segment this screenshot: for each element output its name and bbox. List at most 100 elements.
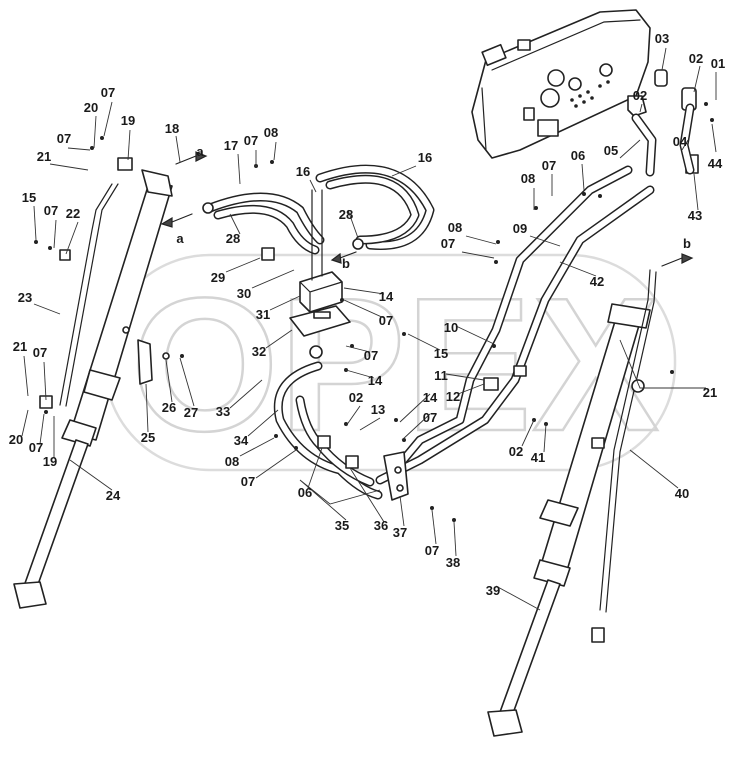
callout-38: 38 <box>446 555 460 570</box>
hose-end-b <box>352 238 364 250</box>
callout-15: 15 <box>22 190 36 205</box>
callout-07: 07 <box>423 410 437 425</box>
bracket-41 <box>591 437 605 449</box>
callout-16: 16 <box>418 150 432 165</box>
arrow-a-upper <box>175 155 197 165</box>
callout-31: 31 <box>256 307 270 322</box>
callout-25: 25 <box>141 430 155 445</box>
arrow-b-left <box>339 251 357 259</box>
tank-cap <box>481 43 507 67</box>
callout-20: 20 <box>9 432 23 447</box>
callout-19: 19 <box>43 454 57 469</box>
valve-plate-slot <box>313 311 331 319</box>
cylinder-clamp <box>61 419 97 447</box>
callout-37: 37 <box>393 525 407 540</box>
rod-end-mount-right <box>487 709 523 737</box>
tank-flange <box>537 119 559 137</box>
watermark-text: OPEX <box>131 259 659 471</box>
callout-a: a <box>176 231 184 246</box>
callout-08: 08 <box>521 171 535 186</box>
right-cylinder <box>487 269 657 737</box>
callout-44: 44 <box>708 156 723 171</box>
hose-end-a <box>202 202 214 214</box>
callout-21: 21 <box>13 339 27 354</box>
callout-07: 07 <box>542 158 556 173</box>
valve-plate-32 <box>289 305 351 337</box>
callout-24: 24 <box>106 488 121 503</box>
fitting-19-top <box>117 157 133 171</box>
fitting-29 <box>261 247 275 261</box>
callout-07: 07 <box>29 440 43 455</box>
callout-a: a <box>196 144 204 159</box>
callout-28: 28 <box>226 231 240 246</box>
leader-lines <box>21 47 717 611</box>
flow-arrows <box>160 151 694 267</box>
tank-port-2 <box>540 88 560 108</box>
fitting-22 <box>59 249 71 261</box>
callout-08: 08 <box>264 125 278 140</box>
callout-07: 07 <box>425 543 439 558</box>
callout-09: 09 <box>513 221 527 236</box>
callout-19: 19 <box>121 113 135 128</box>
tank-port-3 <box>568 77 582 91</box>
callout-17: 17 <box>224 138 238 153</box>
cylinder-clamp-right <box>533 559 571 587</box>
callout-07: 07 <box>57 131 71 146</box>
tank-assembly <box>471 9 699 174</box>
callout-42: 42 <box>590 274 604 289</box>
callout-13: 13 <box>371 402 385 417</box>
callout-22: 22 <box>66 206 80 221</box>
callout-04: 04 <box>673 134 688 149</box>
callout-29: 29 <box>211 270 225 285</box>
callout-35: 35 <box>335 518 349 533</box>
bracket-25 <box>137 339 153 385</box>
tank-port-1 <box>547 69 565 87</box>
callout-21: 21 <box>703 385 717 400</box>
fitting-06-lower <box>317 435 331 449</box>
tank-rim <box>491 19 641 71</box>
callout-36: 36 <box>374 518 388 533</box>
callout-07: 07 <box>241 474 255 489</box>
callout-27: 27 <box>184 405 198 420</box>
cylinder-collar <box>83 369 121 401</box>
tank-valve <box>523 107 535 121</box>
callout-01: 01 <box>711 56 725 71</box>
fitting-40-end <box>591 627 605 643</box>
tank-edge <box>481 87 487 151</box>
callout-07: 07 <box>364 348 378 363</box>
callout-07: 07 <box>44 203 58 218</box>
callout-05: 05 <box>604 143 618 158</box>
arrow-b-right <box>661 257 683 267</box>
rod-end-mount-left <box>13 581 47 609</box>
watermark: OPEX <box>103 253 677 472</box>
callout-02: 02 <box>689 51 703 66</box>
callout-08: 08 <box>225 454 239 469</box>
callout-26: 26 <box>162 400 176 415</box>
callout-06: 06 <box>298 485 312 500</box>
callout-15: 15 <box>434 346 448 361</box>
callout-21: 21 <box>37 149 51 164</box>
callout-08: 08 <box>448 220 462 235</box>
callout-23: 23 <box>18 290 32 305</box>
callout-12: 12 <box>446 389 460 404</box>
bracket-37 <box>383 451 409 501</box>
valve-fitting <box>309 345 323 359</box>
callout-39: 39 <box>486 583 500 598</box>
callout-28: 28 <box>339 207 353 222</box>
tank-bracket <box>627 95 647 117</box>
tube-23 <box>59 183 113 406</box>
callout-07: 07 <box>244 133 258 148</box>
callout-03: 03 <box>655 31 669 46</box>
callout-32: 32 <box>252 344 266 359</box>
cylinder-top-mount <box>141 169 173 197</box>
callout-14: 14 <box>423 390 438 405</box>
cylinder-collar-right <box>539 499 579 527</box>
lower-bracket <box>317 365 527 501</box>
callout-02: 02 <box>509 444 523 459</box>
callout-10: 10 <box>444 320 458 335</box>
callout-b: b <box>342 256 350 271</box>
fitting-36 <box>345 455 359 469</box>
callout-07: 07 <box>33 345 47 360</box>
callout-18: 18 <box>165 121 179 136</box>
